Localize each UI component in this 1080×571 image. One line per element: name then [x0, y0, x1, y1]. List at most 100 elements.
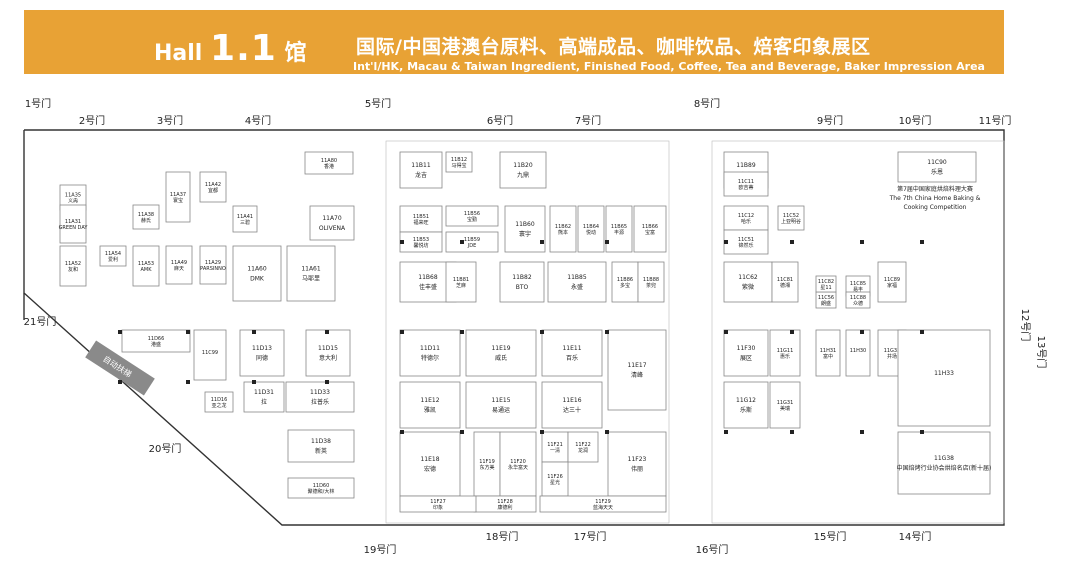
escalator-ramp: [85, 340, 155, 396]
booth-id: 11A38: [138, 212, 154, 218]
booth-name: 达三十: [563, 406, 581, 414]
booth-id: 11F22: [575, 442, 591, 448]
booth: [771, 261, 799, 303]
pillar: [790, 330, 794, 334]
booth-name: 永华富天: [508, 464, 528, 471]
booth: [132, 245, 160, 287]
booth-id: 11E12: [420, 397, 439, 404]
pillar: [724, 330, 728, 334]
booth: [845, 291, 871, 309]
booth-name: 欧吉蒂: [738, 184, 753, 191]
booth-id: 11F26: [547, 474, 563, 480]
pillar: [186, 330, 190, 334]
booth: [777, 205, 805, 231]
pillar: [724, 430, 728, 434]
booth: [845, 329, 871, 377]
booth-id: 11B64: [583, 224, 599, 230]
competition-label-1: 第7届中国家庭烘焙料理大赛: [897, 185, 973, 193]
booth-id: 11D38: [311, 438, 331, 445]
gate-label: 17号门: [574, 530, 607, 543]
booth: [633, 205, 667, 253]
booth-name: 雅凯: [424, 406, 436, 414]
booth-id: 11H33: [934, 370, 954, 377]
booth: [399, 495, 477, 513]
booth-name: 井场: [887, 353, 897, 360]
booth-name: 佳丰盛: [419, 283, 437, 291]
pillar: [540, 240, 544, 244]
booth: [59, 245, 87, 287]
booth-id: 11B56: [464, 211, 480, 217]
booth: [305, 329, 351, 377]
booth: [59, 204, 87, 244]
booth-id: 11F27: [430, 499, 446, 505]
booth-id: 11E11: [562, 345, 581, 352]
booth-name: 锦然乐: [738, 242, 753, 249]
gate-label: 3号门: [157, 114, 183, 127]
booth-id: 11B66: [642, 224, 658, 230]
booth-id: 11B12: [451, 157, 467, 163]
booth-name: 惠乐: [780, 353, 790, 360]
booth-id: 11C11: [738, 179, 754, 185]
booth-id: 11G11: [777, 348, 794, 354]
pillar: [790, 240, 794, 244]
booth: [723, 205, 769, 231]
booth: [132, 204, 160, 230]
pillar: [118, 380, 122, 384]
booth-name: 中国焙烤行业协会烘焙名店(新十届): [897, 464, 992, 472]
booth-name: AMK: [140, 267, 152, 273]
booth-name: 紫微: [742, 283, 754, 291]
booth: [611, 261, 639, 303]
booth: [465, 329, 537, 377]
booth: [539, 495, 667, 513]
booth-name: 东方美: [479, 464, 494, 471]
gate-label: 5号门: [365, 97, 391, 110]
booth: [99, 245, 127, 267]
booth-id: 11A52: [65, 261, 81, 267]
booth-id: 11C51: [738, 237, 754, 243]
booth-name: 蓝海天天: [593, 504, 613, 511]
booth: [232, 245, 282, 302]
title-english: Int'l/HK, Macau & Taiwan Ingredient, Fin…: [353, 60, 985, 73]
competition-label-3: Cooking Competition: [904, 204, 967, 211]
booth-name: 易丰: [853, 286, 863, 293]
booth-id: 11C85: [850, 281, 866, 287]
gate-label: 12号门: [1019, 309, 1032, 342]
booth-name: 乐斯: [740, 406, 752, 414]
pillar: [460, 240, 464, 244]
booth-name: 众德: [853, 300, 863, 307]
booth-id: 11F20: [510, 459, 526, 465]
booth: [286, 245, 336, 302]
booth-id: 11D11: [420, 345, 440, 352]
booth: [723, 171, 769, 197]
booth-name: 马得宝: [451, 162, 466, 169]
booth-id: 11G38: [934, 455, 954, 462]
booth: [285, 381, 355, 413]
gate-label: 8号门: [694, 97, 720, 110]
booth-name: 宜都: [208, 187, 218, 194]
booth: [607, 329, 667, 411]
booth-name: BTO: [516, 284, 529, 291]
gate-label: 7号门: [575, 114, 601, 127]
gate-label: 21号门: [24, 315, 57, 328]
booth-id: 11F29: [595, 499, 611, 505]
booth-name: 龙吉: [415, 171, 427, 179]
booth-id: 11A53: [138, 261, 154, 267]
booth-name: 康德利: [497, 504, 512, 511]
booth-name: 星11: [820, 285, 831, 291]
booth-id: 11F19: [479, 459, 495, 465]
booth-id: 11C62: [738, 274, 758, 281]
booth-id: 11C82: [818, 279, 834, 285]
booth: [723, 329, 769, 377]
booth-id: 11B62: [555, 224, 571, 230]
booth: [549, 205, 577, 253]
booth-id: 11A41: [237, 214, 253, 220]
booth-name: 星光: [550, 479, 560, 486]
booth-id: 11B53: [413, 237, 429, 243]
booth-name: 茶兜: [646, 282, 656, 289]
booth-name: 乐恩: [931, 169, 943, 176]
booth: [815, 275, 837, 293]
hall-prefix: Hall: [154, 41, 203, 66]
pillar: [540, 430, 544, 434]
pillar: [400, 330, 404, 334]
